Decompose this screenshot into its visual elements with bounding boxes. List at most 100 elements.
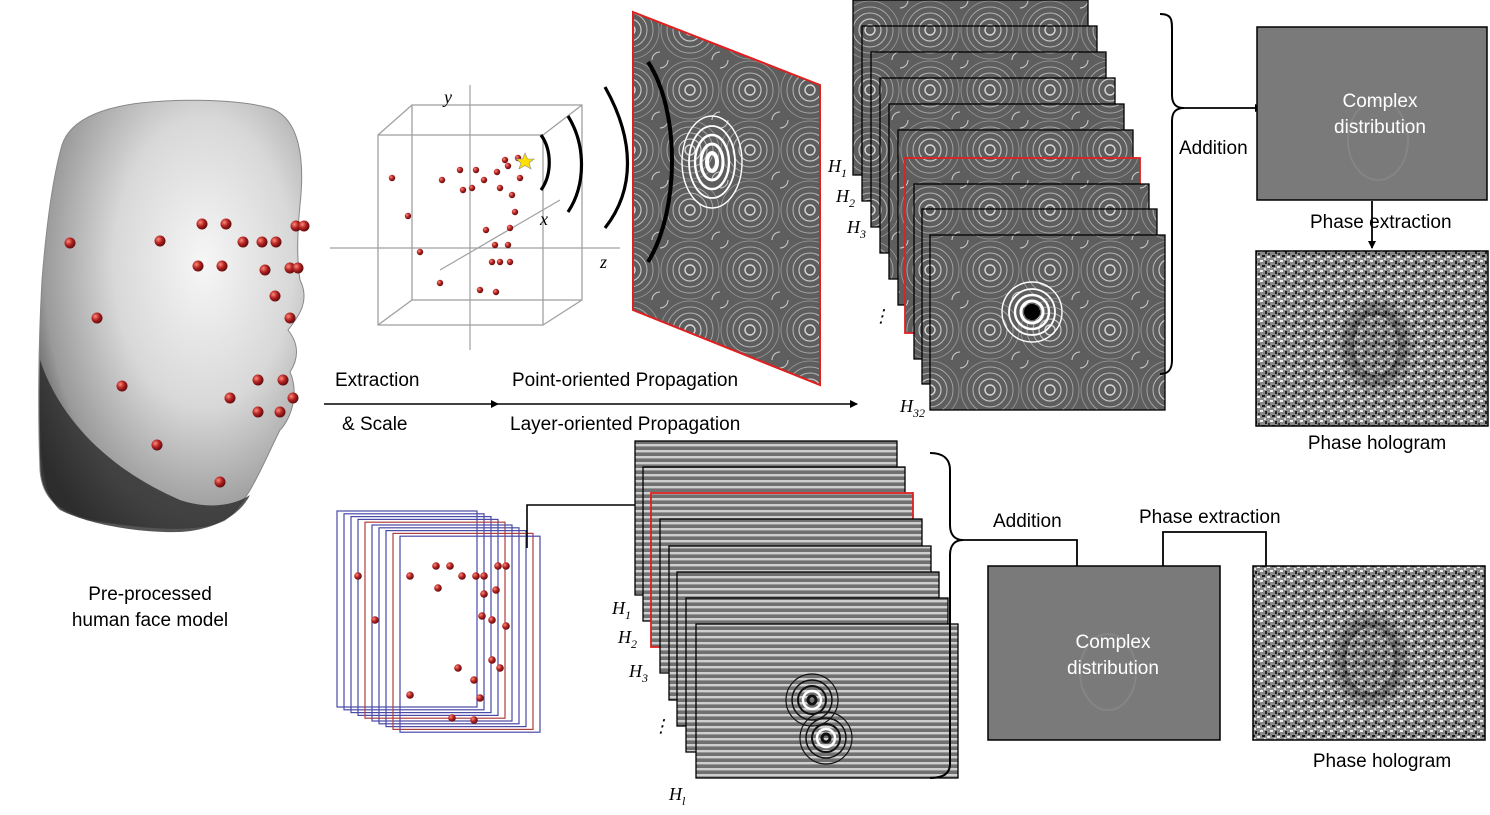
bottom-addition-label: Addition bbox=[993, 511, 1062, 532]
incident-wavefront bbox=[646, 60, 674, 264]
top-stack-label-h32: H32 bbox=[899, 396, 925, 420]
bottom-complex-line1: Complex bbox=[1076, 632, 1151, 653]
feature-point bbox=[434, 584, 442, 592]
face-model bbox=[38, 99, 310, 533]
top-phase-hologram-caption: Phase hologram bbox=[1308, 433, 1446, 454]
layer-points bbox=[354, 562, 510, 724]
feature-point bbox=[277, 374, 289, 386]
feature-point bbox=[476, 286, 484, 294]
hologram-frame bbox=[695, 623, 959, 779]
axis-label-z: z bbox=[599, 252, 607, 272]
feature-point bbox=[456, 166, 464, 174]
bottom-stack-label-h1: H1 bbox=[611, 598, 631, 622]
feature-point bbox=[480, 176, 488, 184]
feature-point bbox=[482, 226, 490, 234]
feature-point bbox=[493, 168, 501, 176]
bottom-stack-label-h2: H2 bbox=[617, 627, 637, 651]
bottom-phase-arrow bbox=[1162, 531, 1270, 578]
feature-point bbox=[472, 572, 480, 580]
layer-frame bbox=[385, 529, 527, 728]
point-propagation-label: Point-oriented Propagation bbox=[512, 370, 738, 391]
feature-point bbox=[508, 191, 516, 199]
cloud-points bbox=[388, 154, 524, 296]
feature-point bbox=[290, 220, 302, 232]
feature-point bbox=[472, 166, 480, 174]
fringe-ring bbox=[1008, 288, 1056, 336]
point-hologram-plane bbox=[632, 10, 821, 387]
feature-point bbox=[252, 374, 264, 386]
feature-point bbox=[502, 562, 510, 570]
feature-point bbox=[496, 258, 504, 266]
feature-point bbox=[454, 664, 462, 672]
feature-point bbox=[269, 290, 281, 302]
feature-point bbox=[488, 258, 496, 266]
fringe-ring bbox=[1013, 293, 1051, 331]
fringe-ring bbox=[797, 685, 827, 715]
feature-point bbox=[491, 241, 499, 249]
axis-label-y: y bbox=[442, 87, 452, 107]
axis-label-x: x bbox=[539, 209, 548, 229]
fringe-ring bbox=[805, 717, 847, 759]
top-addition-label: Addition bbox=[1179, 138, 1248, 159]
feature-point bbox=[192, 260, 204, 272]
feature-point bbox=[506, 224, 514, 232]
feature-point bbox=[459, 186, 467, 194]
bottom-complex-distribution: Complex distribution bbox=[987, 565, 1221, 741]
feature-point bbox=[448, 714, 456, 722]
fringe-ring bbox=[801, 689, 823, 711]
feature-point bbox=[492, 288, 500, 296]
feature-point bbox=[252, 406, 264, 418]
depth-layer-frames bbox=[336, 510, 541, 733]
feature-point bbox=[488, 656, 496, 664]
face-caption-line1: Pre-processed bbox=[88, 584, 212, 605]
feature-point bbox=[388, 174, 396, 182]
layer-frame bbox=[336, 510, 478, 708]
top-complex-line2: distribution bbox=[1334, 117, 1426, 138]
bounding-box bbox=[377, 104, 583, 326]
scale-label: & Scale bbox=[342, 414, 407, 435]
top-complex-distribution: Complex distribution bbox=[1256, 26, 1488, 201]
layer-frame bbox=[399, 535, 541, 733]
top-stack-label-h2: H2 bbox=[835, 186, 855, 210]
feature-point bbox=[470, 716, 478, 724]
hologram-frame bbox=[929, 234, 1166, 411]
wavefront-arcs bbox=[539, 86, 629, 229]
feature-point bbox=[274, 406, 286, 418]
feature-point bbox=[438, 176, 446, 184]
feature-point bbox=[504, 162, 512, 170]
feature-point bbox=[214, 476, 226, 488]
fringe-ring bbox=[820, 732, 832, 744]
bottom-addition-arrow bbox=[963, 539, 1081, 578]
feature-point bbox=[91, 312, 103, 324]
feature-point bbox=[256, 236, 268, 248]
feature-point bbox=[371, 616, 379, 624]
feature-point bbox=[480, 572, 488, 580]
fringe-ring bbox=[799, 711, 853, 765]
feature-point bbox=[496, 664, 504, 672]
feature-point bbox=[284, 312, 296, 324]
feature-point bbox=[506, 258, 514, 266]
fringe-ring bbox=[806, 694, 818, 706]
feature-point bbox=[298, 220, 310, 232]
feature-point bbox=[446, 562, 454, 570]
feature-point bbox=[237, 236, 249, 248]
feature-point bbox=[284, 262, 296, 274]
bottom-phase-hologram bbox=[1252, 565, 1486, 741]
top-stack-label-h1: H1 bbox=[827, 156, 847, 180]
layer-frame bbox=[392, 532, 534, 731]
feature-point bbox=[480, 590, 488, 598]
face-shadow bbox=[39, 360, 251, 533]
top-complex-line1: Complex bbox=[1343, 91, 1418, 112]
feature-point bbox=[151, 439, 163, 451]
fringe-ring bbox=[815, 727, 837, 749]
feature-point bbox=[478, 612, 486, 620]
face-caption-line2: human face model bbox=[72, 610, 228, 631]
feature-point bbox=[354, 572, 362, 580]
feature-point bbox=[502, 622, 510, 630]
layer-frame bbox=[371, 524, 513, 722]
layer-hologram-stack bbox=[634, 440, 959, 779]
fringe-ring bbox=[1019, 299, 1045, 325]
feature-point bbox=[492, 586, 500, 594]
fringe-center bbox=[1026, 306, 1038, 318]
